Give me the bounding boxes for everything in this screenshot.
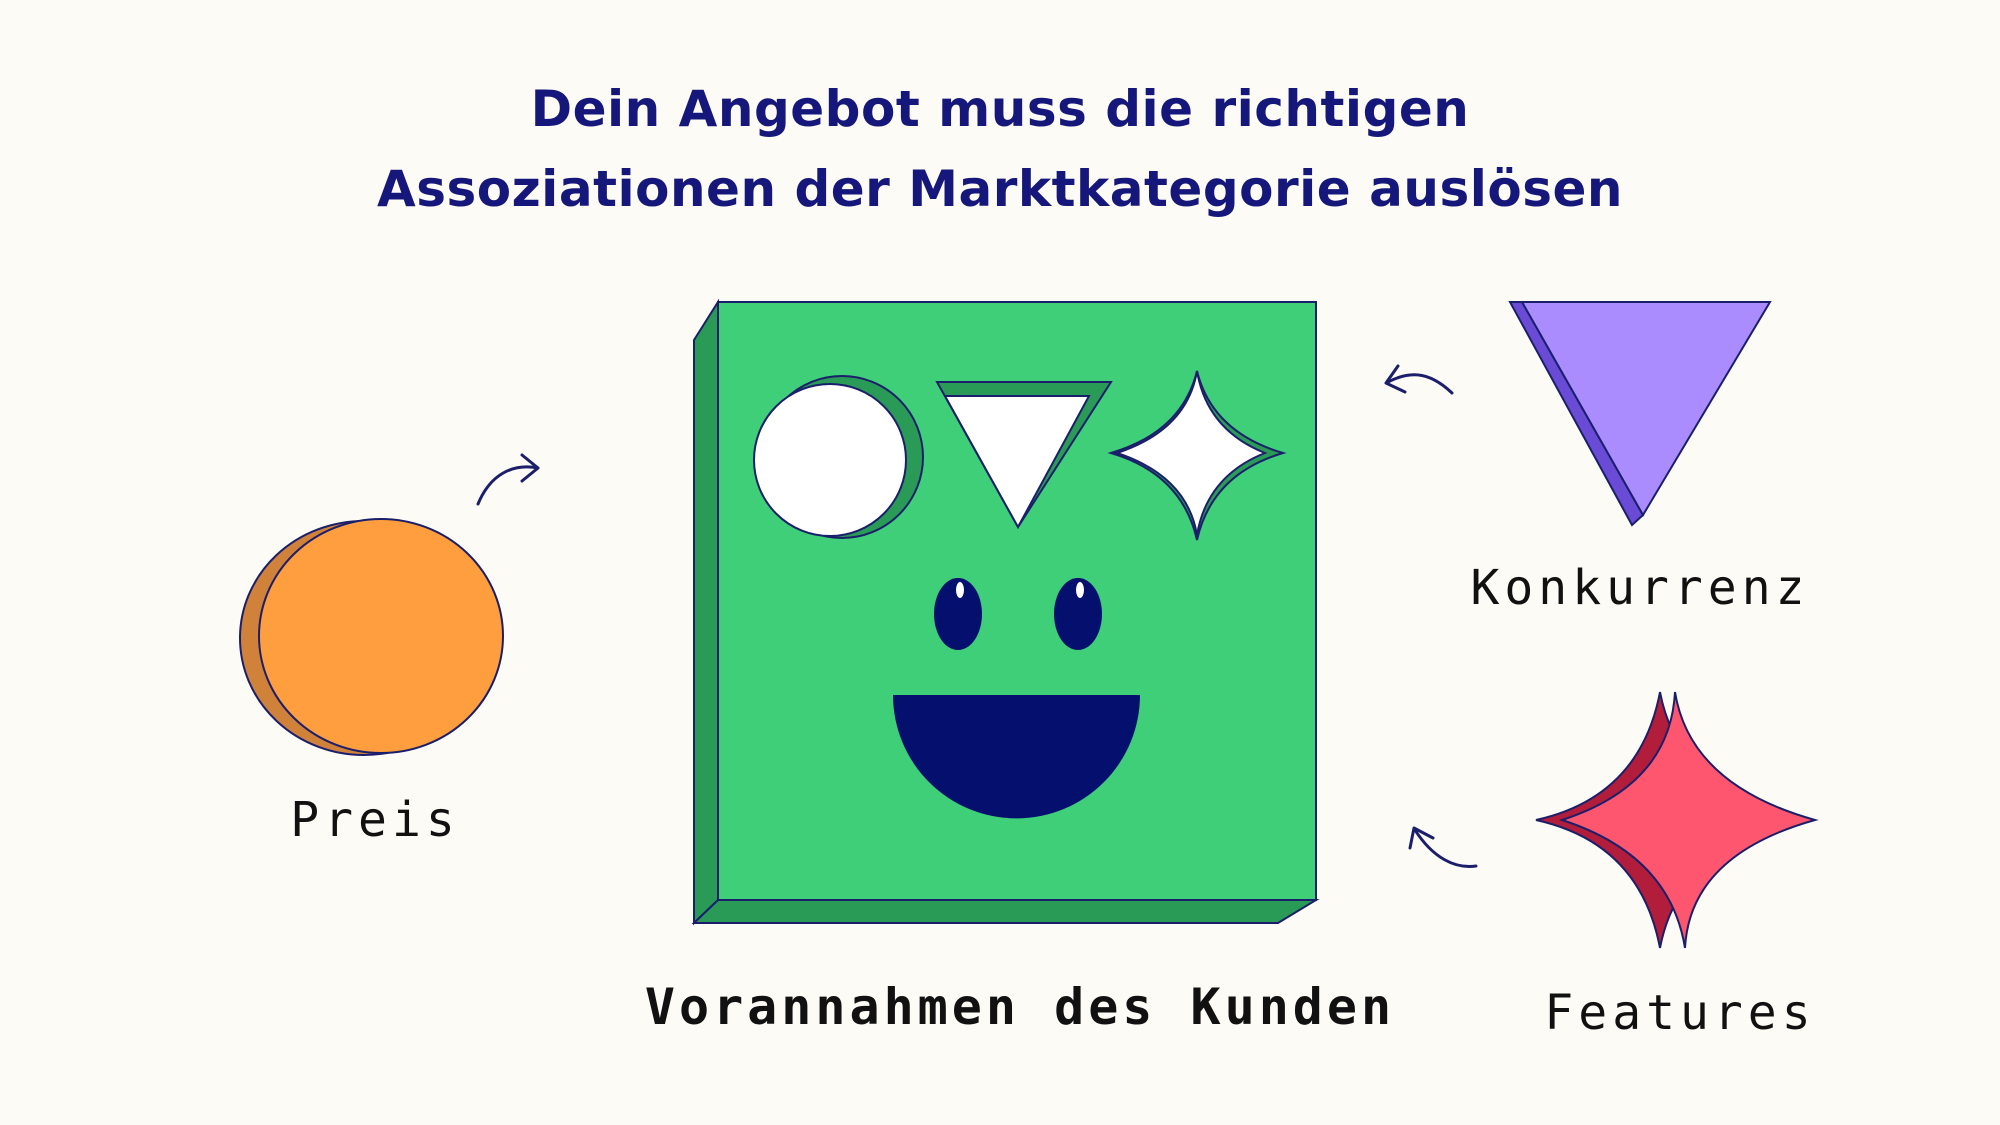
arrowhead-features-icon — [1408, 826, 1435, 850]
arrowhead-konkurrenz-icon — [1384, 364, 1407, 394]
preis-label: Preis — [290, 792, 460, 848]
star-hole-icon — [1107, 370, 1287, 541]
arrowhead-preis-icon — [520, 453, 540, 483]
page-title-line-2: Assoziationen der Marktkategorie auslöse… — [377, 160, 1623, 218]
arrow-preis-icon — [476, 465, 540, 506]
shape-sorter-board-icon — [691, 298, 1320, 926]
arrow-konkurrenz-icon — [1386, 373, 1454, 395]
konkurrenz-label: Konkurrenz — [1470, 560, 1810, 616]
triangle-hole-icon — [935, 381, 1113, 530]
preis-circle-icon — [239, 518, 504, 756]
page-title-line-1: Dein Angebot muss die richtigen — [530, 80, 1470, 138]
konkurrenz-triangle-icon — [1508, 301, 1772, 527]
arrow-features-icon — [1413, 828, 1478, 868]
features-star-icon — [1535, 691, 1819, 949]
vorannahmen-label: Vorannahmen des Kunden — [644, 978, 1396, 1036]
circle-hole-icon — [753, 375, 924, 539]
smiley-face-icon — [893, 578, 1140, 819]
features-label: Features — [1544, 985, 1816, 1041]
